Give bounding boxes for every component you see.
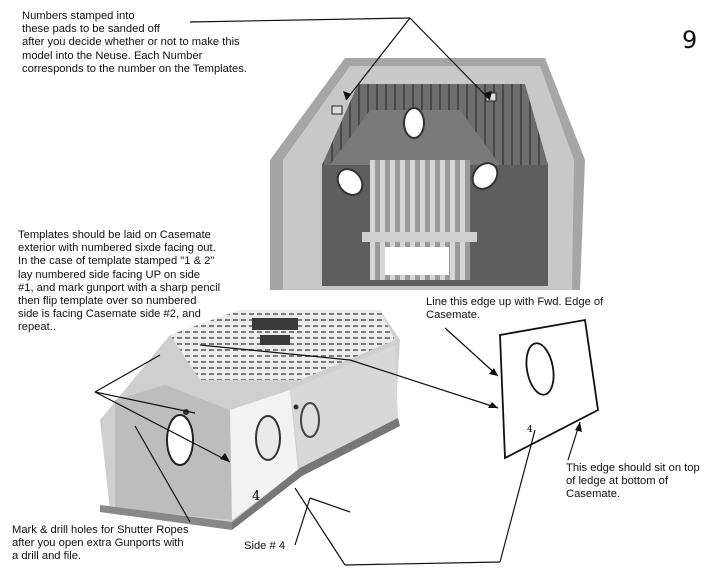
arrowheads	[220, 91, 582, 462]
side-stamp: 4	[252, 489, 260, 504]
template-piece: 4	[499, 318, 599, 460]
ledge-edge-note: This edge should sit on top of ledge at …	[566, 462, 700, 501]
gunport-hole	[336, 168, 364, 196]
gunport-hole	[471, 162, 499, 190]
template-stamp: 4	[527, 425, 533, 435]
numbers-stamped-note: Numbers stamped into these pads to be sa…	[22, 10, 247, 75]
side-4-label: Side # 4	[244, 540, 286, 552]
number-pad	[331, 105, 343, 115]
templates-instruction-note: Templates should be laid on Casemate ext…	[18, 229, 221, 334]
leader-lines	[94, 17, 581, 566]
casemate-exterior-photo: 4	[100, 310, 400, 530]
line-up-edge-note: Line this edge up with Fwd. Edge of Case…	[426, 296, 604, 322]
casemate-interior-photo	[270, 58, 585, 290]
side-gunport	[166, 414, 194, 466]
page-number: 9	[682, 26, 698, 54]
side-gunport	[300, 402, 320, 438]
rope-hole	[293, 404, 299, 410]
side-gunport	[255, 415, 281, 461]
template-gunport-cutout	[525, 342, 555, 396]
drill-holes-note: Mark & drill holes for Shutter Ropes aft…	[12, 524, 189, 563]
gunport-hole	[403, 107, 425, 139]
